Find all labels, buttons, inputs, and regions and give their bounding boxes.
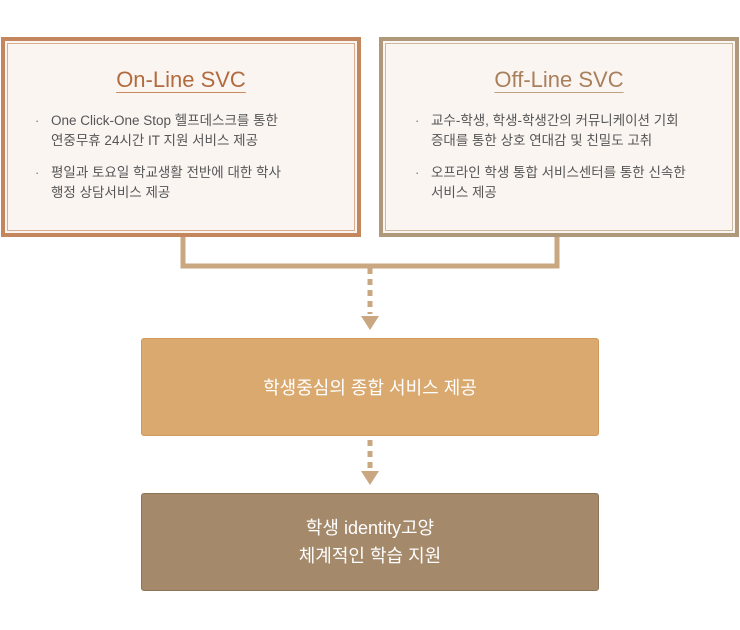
online-svc-list: · One Click-One Stop 헬프데스크를 통한 연중무휴 24시간 … — [5, 111, 357, 203]
bullet-icon: · — [415, 113, 420, 128]
offline-svc-item-text: 교수-학생, 학생-학생간의 커뮤니케이션 기회 증대를 통한 상호 연대감 및… — [431, 113, 679, 148]
offline-svc-item: · 오프라인 학생 통합 서비스센터를 통한 신속한 서비스 제공 — [415, 163, 735, 203]
arrow-down-icon — [361, 316, 379, 330]
bullet-icon: · — [35, 113, 40, 128]
offline-svc-title: Off-Line SVC — [494, 67, 624, 92]
online-svc-item-text: 평일과 토요일 학교생활 전반에 대한 학사 행정 상담서비스 제공 — [51, 165, 281, 200]
offline-svc-item-text: 오프라인 학생 통합 서비스센터를 통한 신속한 서비스 제공 — [431, 165, 686, 200]
integrated-service-box: 학생중심의 종합 서비스 제공 — [141, 338, 599, 436]
bullet-icon: · — [35, 165, 40, 180]
result-box: 학생 identity고양 체계적인 학습 지원 — [141, 493, 599, 591]
online-svc-card: On-Line SVC · One Click-One Stop 헬프데스크를 통… — [1, 37, 361, 237]
offline-svc-item: · 교수-학생, 학생-학생간의 커뮤니케이션 기회 증대를 통한 상호 연대감 … — [415, 111, 735, 151]
arrow-down-icon — [361, 471, 379, 485]
online-svc-item-text: One Click-One Stop 헬프데스크를 통한 연중무휴 24시간 I… — [51, 113, 278, 148]
merge-bracket — [180, 237, 560, 269]
online-svc-item: · One Click-One Stop 헬프데스크를 통한 연중무휴 24시간 … — [35, 111, 357, 151]
online-svc-item: · 평일과 토요일 학교생활 전반에 대한 학사 행정 상담서비스 제공 — [35, 163, 357, 203]
online-svc-title: On-Line SVC — [116, 67, 246, 92]
bullet-icon: · — [415, 165, 420, 180]
offline-svc-list: · 교수-학생, 학생-학생간의 커뮤니케이션 기회 증대를 통한 상호 연대감 … — [383, 111, 735, 203]
offline-svc-card: Off-Line SVC · 교수-학생, 학생-학생간의 커뮤니케이션 기회 증… — [379, 37, 739, 237]
